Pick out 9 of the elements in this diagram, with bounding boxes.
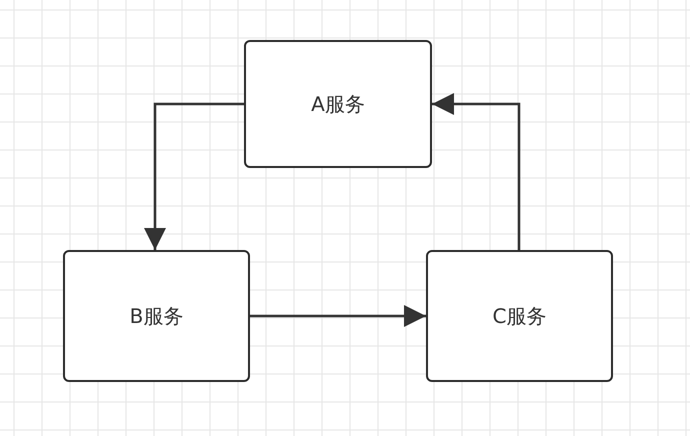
arrow [432, 93, 520, 250]
service-box [244, 40, 432, 168]
arrow [250, 305, 426, 327]
service-label: A服务 [311, 90, 365, 118]
service-label: C服务 [492, 302, 546, 330]
service-label: B服务 [130, 302, 184, 330]
service-box [63, 250, 250, 382]
arrow [144, 102, 244, 250]
service-box [426, 250, 613, 382]
